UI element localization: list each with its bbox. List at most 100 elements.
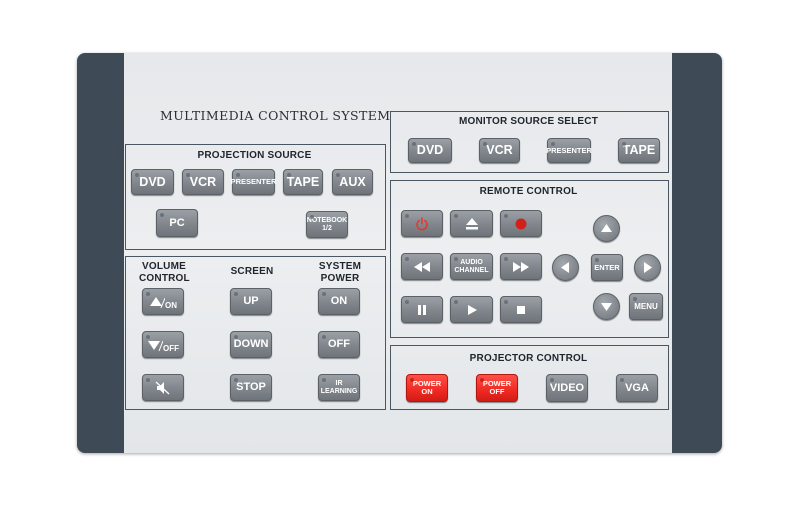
ir-learning-button[interactable]: IR LEARNING [318, 374, 360, 401]
remote-control-header: REMOTE CONTROL [479, 186, 578, 197]
projection-vcr-label: VCR [189, 174, 217, 189]
play-button[interactable] [450, 296, 493, 323]
arrow-left-button[interactable] [552, 254, 579, 281]
projector-control-section [390, 345, 669, 410]
volume-header-line1: VOLUME [142, 261, 186, 272]
projection-vcr-button[interactable]: VCR [182, 169, 224, 195]
power-icon [416, 216, 428, 230]
fast-forward-icon [513, 261, 529, 272]
fast-forward-button[interactable] [500, 253, 542, 280]
projection-dvd-label: DVD [139, 174, 166, 189]
projection-presenter-button[interactable]: PRESENTER [230, 169, 277, 195]
play-icon [467, 304, 477, 315]
rewind-icon [414, 261, 430, 272]
monitor-presenter-button[interactable]: PRESENTER [546, 138, 592, 163]
monitor-vcr-button[interactable]: VCR [479, 138, 520, 163]
projector-power-off-button[interactable]: POWER OFF [476, 374, 518, 402]
projector-video-button[interactable]: VIDEO [546, 374, 588, 402]
system-power-header: SYSTEM POWER [315, 261, 365, 285]
record-icon [515, 218, 527, 229]
enter-button[interactable]: ENTER [591, 254, 623, 281]
volume-header-line2: CONTROL [139, 273, 190, 284]
system-power-line2: POWER [320, 273, 360, 284]
volume-up-icon [150, 296, 165, 308]
projection-notebook-button[interactable]: NOTEBOOK 1/2 [306, 211, 348, 238]
remote-control-section [390, 180, 669, 338]
projection-source-header: PROJECTION SOURCE [197, 150, 312, 161]
notebook-label: NOTEBOOK [306, 217, 348, 225]
projector-power-on-button[interactable]: POWER ON [406, 374, 448, 402]
stop-button[interactable] [500, 296, 542, 323]
power-on-line2: ON [421, 387, 433, 396]
screen-header: SCREEN [230, 266, 274, 277]
projection-dvd-button[interactable]: DVD [131, 169, 174, 195]
volume-up-label: ON [165, 300, 177, 310]
system-power-off-button[interactable]: OFF [318, 331, 360, 358]
system-power-on-label: ON [330, 295, 348, 307]
ir-label: IR [335, 380, 343, 388]
projection-pc-button[interactable]: PC [156, 209, 198, 237]
volume-up-button[interactable]: ON [142, 288, 184, 315]
monitor-source-header: MONITOR SOURCE SELECT [458, 116, 599, 127]
audio-channel-button[interactable]: AUDIO CHANNEL [450, 253, 493, 280]
volume-control-header: VOLUME CONTROL [139, 261, 190, 285]
eject-icon [465, 217, 478, 229]
mute-button[interactable] [142, 374, 184, 401]
screen-stop-label: STOP [236, 381, 266, 393]
arrow-down-icon [601, 303, 612, 311]
power-off-line2: OFF [489, 387, 505, 396]
remote-power-button[interactable] [401, 210, 443, 237]
system-power-off-label: OFF [328, 338, 350, 350]
menu-label: MENU [634, 301, 658, 311]
monitor-vcr-label: VCR [486, 143, 513, 158]
volume-down-button[interactable]: OFF [142, 331, 184, 358]
monitor-tape-button[interactable]: TAPE [618, 138, 660, 163]
monitor-dvd-label: DVD [416, 143, 444, 158]
screen-down-button[interactable]: DOWN [230, 331, 272, 358]
power-off-line1: POWER [482, 379, 512, 389]
eject-button[interactable] [450, 210, 493, 237]
projection-tape-button[interactable]: TAPE [283, 169, 323, 195]
pause-button[interactable] [401, 296, 443, 323]
volume-screen-power-section [125, 256, 386, 410]
projection-tape-label: TAPE [286, 174, 320, 189]
arrow-right-button[interactable] [634, 254, 661, 281]
screen-up-button[interactable]: UP [230, 288, 272, 315]
projector-vga-button[interactable]: VGA [616, 374, 658, 402]
arrow-left-icon [561, 262, 569, 273]
monitor-presenter-label: PRESENTER [546, 145, 592, 155]
monitor-dvd-button[interactable]: DVD [408, 138, 452, 163]
projection-source-section [125, 144, 386, 250]
audio-label: AUDIO [460, 259, 483, 267]
arrow-down-button[interactable] [593, 293, 620, 320]
video-label: VIDEO [549, 381, 585, 394]
screen-stop-button[interactable]: STOP [230, 374, 272, 401]
screen-down-label: DOWN [233, 338, 269, 350]
system-power-line1: SYSTEM [318, 261, 362, 272]
panel-title: MULTIMEDIA CONTROL SYSTEM [160, 108, 391, 123]
arrow-up-button[interactable] [593, 215, 620, 242]
enter-label: ENTER [594, 262, 620, 272]
vga-label: VGA [625, 381, 649, 394]
monitor-tape-label: TAPE [622, 143, 656, 158]
pause-icon [418, 304, 426, 315]
screen-up-label: UP [243, 295, 259, 307]
volume-down-label: OFF [163, 343, 179, 353]
system-power-on-button[interactable]: ON [318, 288, 360, 315]
projection-aux-button[interactable]: AUX [332, 169, 373, 195]
notebook-number-label: 1/2 [322, 224, 332, 232]
power-on-line1: POWER [412, 379, 442, 389]
volume-down-icon [148, 340, 163, 351]
rewind-button[interactable] [401, 253, 443, 280]
projection-presenter-label: PRESENTER [230, 177, 277, 187]
control-panel-frame [77, 53, 722, 453]
projection-aux-label: AUX [339, 174, 366, 189]
learning-label: LEARNING [320, 387, 358, 395]
projection-pc-label: PC [169, 216, 185, 229]
stop-icon [517, 305, 525, 314]
record-button[interactable] [500, 210, 542, 237]
arrow-up-icon [601, 224, 612, 232]
channel-label: CHANNEL [454, 266, 489, 274]
menu-button[interactable]: MENU [629, 293, 663, 320]
projector-control-header: PROJECTOR CONTROL [469, 353, 588, 364]
